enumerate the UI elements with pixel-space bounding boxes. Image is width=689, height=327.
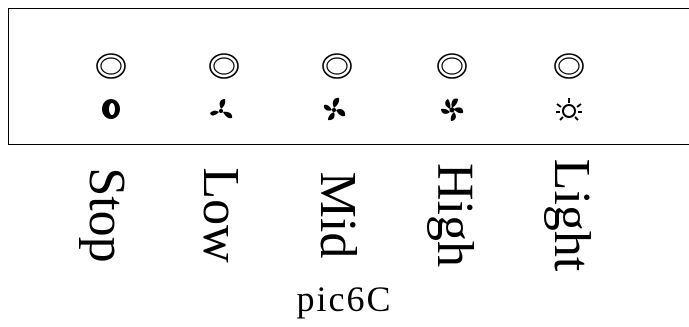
light-bulb-icon bbox=[556, 98, 582, 121]
label-mid: Mid bbox=[307, 150, 367, 280]
label-low: Low bbox=[190, 150, 250, 280]
low-button[interactable] bbox=[209, 53, 239, 79]
label-light: Light bbox=[541, 150, 601, 280]
label-mid-text: Mid bbox=[309, 171, 366, 259]
label-stop-text: Stop bbox=[78, 167, 135, 263]
label-light-text: Light bbox=[543, 158, 600, 272]
high-button[interactable] bbox=[437, 53, 467, 79]
mid-button[interactable] bbox=[322, 53, 352, 79]
fan-high-icon bbox=[441, 98, 464, 121]
fan-mid-icon bbox=[323, 97, 346, 121]
label-stop: Stop bbox=[76, 150, 136, 280]
label-high: High bbox=[424, 150, 484, 280]
label-low-text: Low bbox=[192, 167, 249, 263]
power-off-icon bbox=[102, 99, 120, 119]
figure-caption: pic6C bbox=[296, 279, 393, 319]
stop-button[interactable] bbox=[96, 53, 126, 79]
light-button[interactable] bbox=[554, 53, 584, 79]
control-panel bbox=[8, 8, 689, 145]
button-row bbox=[96, 53, 584, 121]
fan-low-icon bbox=[210, 99, 233, 119]
label-high-text: High bbox=[426, 163, 483, 267]
